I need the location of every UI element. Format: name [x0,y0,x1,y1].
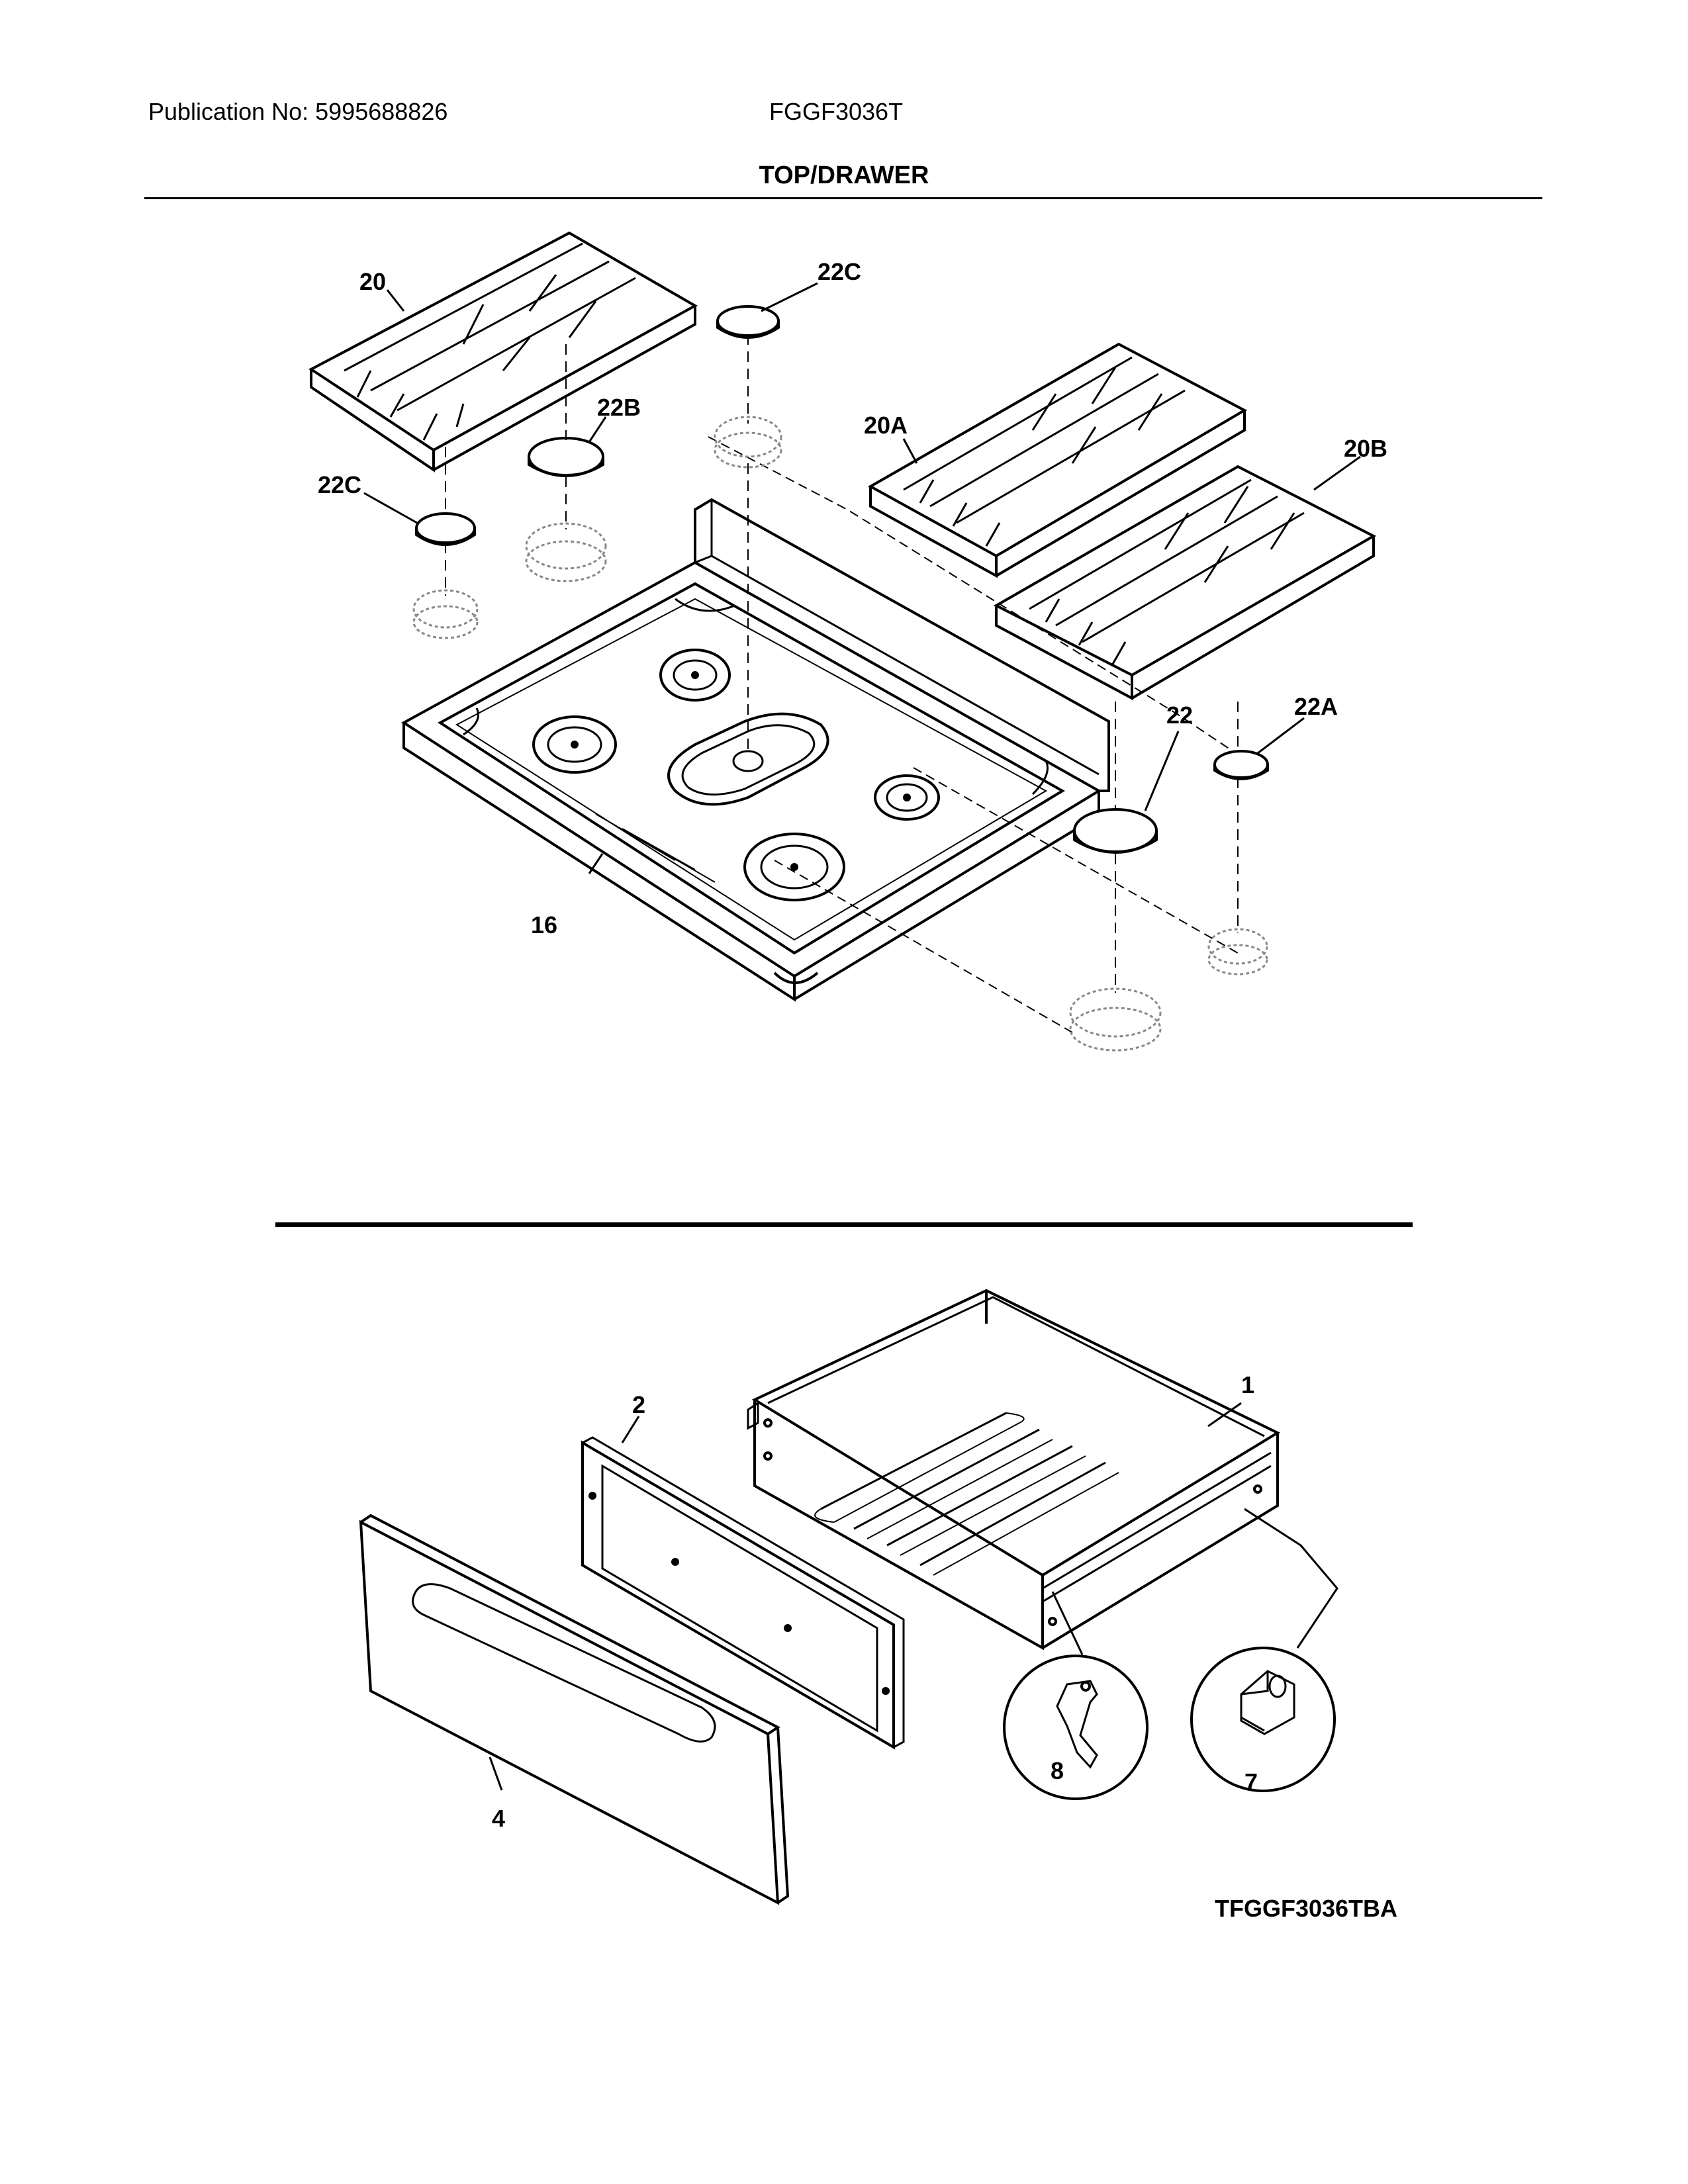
burner-wells [532,649,940,901]
section-divider [275,1222,1413,1227]
section-title: TOP/DRAWER [759,161,929,189]
cooktop-main-top [401,436,1239,1033]
drawer-liner [581,1436,905,1750]
callout-22c-rear: 22C [818,258,861,285]
callout-22c-left: 22C [318,471,361,498]
header-divider [144,197,1542,199]
drawer-front [359,1514,790,1905]
detail-circle-slide [1003,1655,1149,1800]
assembly-lines [445,334,1239,993]
callout-22b: 22B [597,394,641,421]
grate-left [308,231,698,473]
leader-lines-top [363,282,1361,874]
diagram-code: TFGGF3036TBA [1215,1895,1398,1922]
detail-circle-clip [1190,1647,1336,1792]
callout-20: 20 [359,268,386,295]
drawer-body [747,1289,1281,1651]
callout-4: 4 [492,1805,505,1832]
grate-right-rear [867,342,1248,578]
burner-caps [415,305,1269,854]
callout-7: 7 [1244,1768,1258,1796]
publication-number: Publication No: 5995688826 [148,98,448,125]
callout-20a: 20A [864,412,908,439]
callout-1: 1 [1241,1371,1254,1398]
callout-8: 8 [1051,1757,1064,1784]
burner-heads [412,416,1268,1052]
callout-22a: 22A [1294,693,1338,720]
grate-right-front [993,465,1377,701]
callout-22: 22 [1166,702,1193,729]
callout-16: 16 [531,911,557,938]
callout-20b: 20B [1344,435,1387,462]
leader-lines-drawer [489,1402,1338,1791]
model-number: FGGF3036T [769,98,904,125]
callout-2: 2 [632,1391,645,1418]
